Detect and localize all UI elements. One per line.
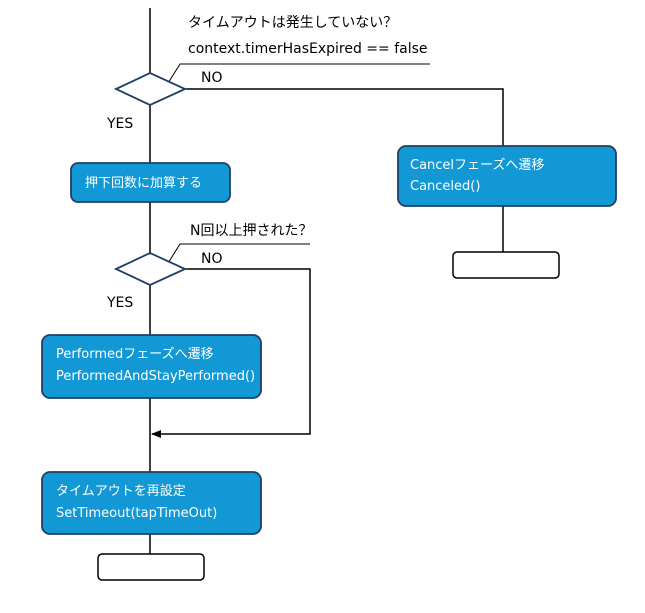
callout-leader-1: [164, 63, 430, 89]
reset-timeout-process-box: [41, 471, 262, 535]
cancel-box-line1: Cancelフェーズへ遷移: [410, 157, 544, 173]
cancel-end-terminal: [452, 251, 560, 279]
condition1-code: context.timerHasExpired == false: [188, 41, 428, 57]
condition1-no-label: NO: [201, 70, 223, 86]
condition1-question: タイムアウトは発生していない？: [188, 15, 397, 31]
performed-box-line1: Performedフェーズへ遷移: [56, 346, 214, 362]
no-line-2: [151, 268, 311, 438]
cancel-box-line2: Canceled(): [410, 179, 480, 194]
connector-lines: [149, 8, 504, 554]
decision-diamond-press-count: [113, 252, 188, 286]
performed-process-box: [41, 334, 262, 399]
decision-diamond-timeout: [113, 72, 188, 106]
condition1-yes-label: YES: [106, 116, 133, 132]
condition2-no-label: NO: [201, 251, 223, 267]
reset-box-line2: SetTimeout(tapTimeOut): [56, 506, 217, 521]
condition2-yes-label: YES: [106, 295, 133, 311]
reset-box-line1: タイムアウトを再設定: [56, 483, 186, 499]
condition2-question: N回以上押された？: [190, 223, 312, 239]
cancel-process-box: [397, 145, 617, 207]
callout-leader-2: [164, 243, 310, 269]
performed-box-line2: PerformedAndStayPerformed(): [56, 369, 255, 384]
increment-process-box: [70, 162, 231, 203]
main-end-terminal: [97, 553, 205, 581]
increment-box-label: 押下回数に加算する: [85, 176, 202, 191]
no-line-1: [185, 88, 504, 146]
